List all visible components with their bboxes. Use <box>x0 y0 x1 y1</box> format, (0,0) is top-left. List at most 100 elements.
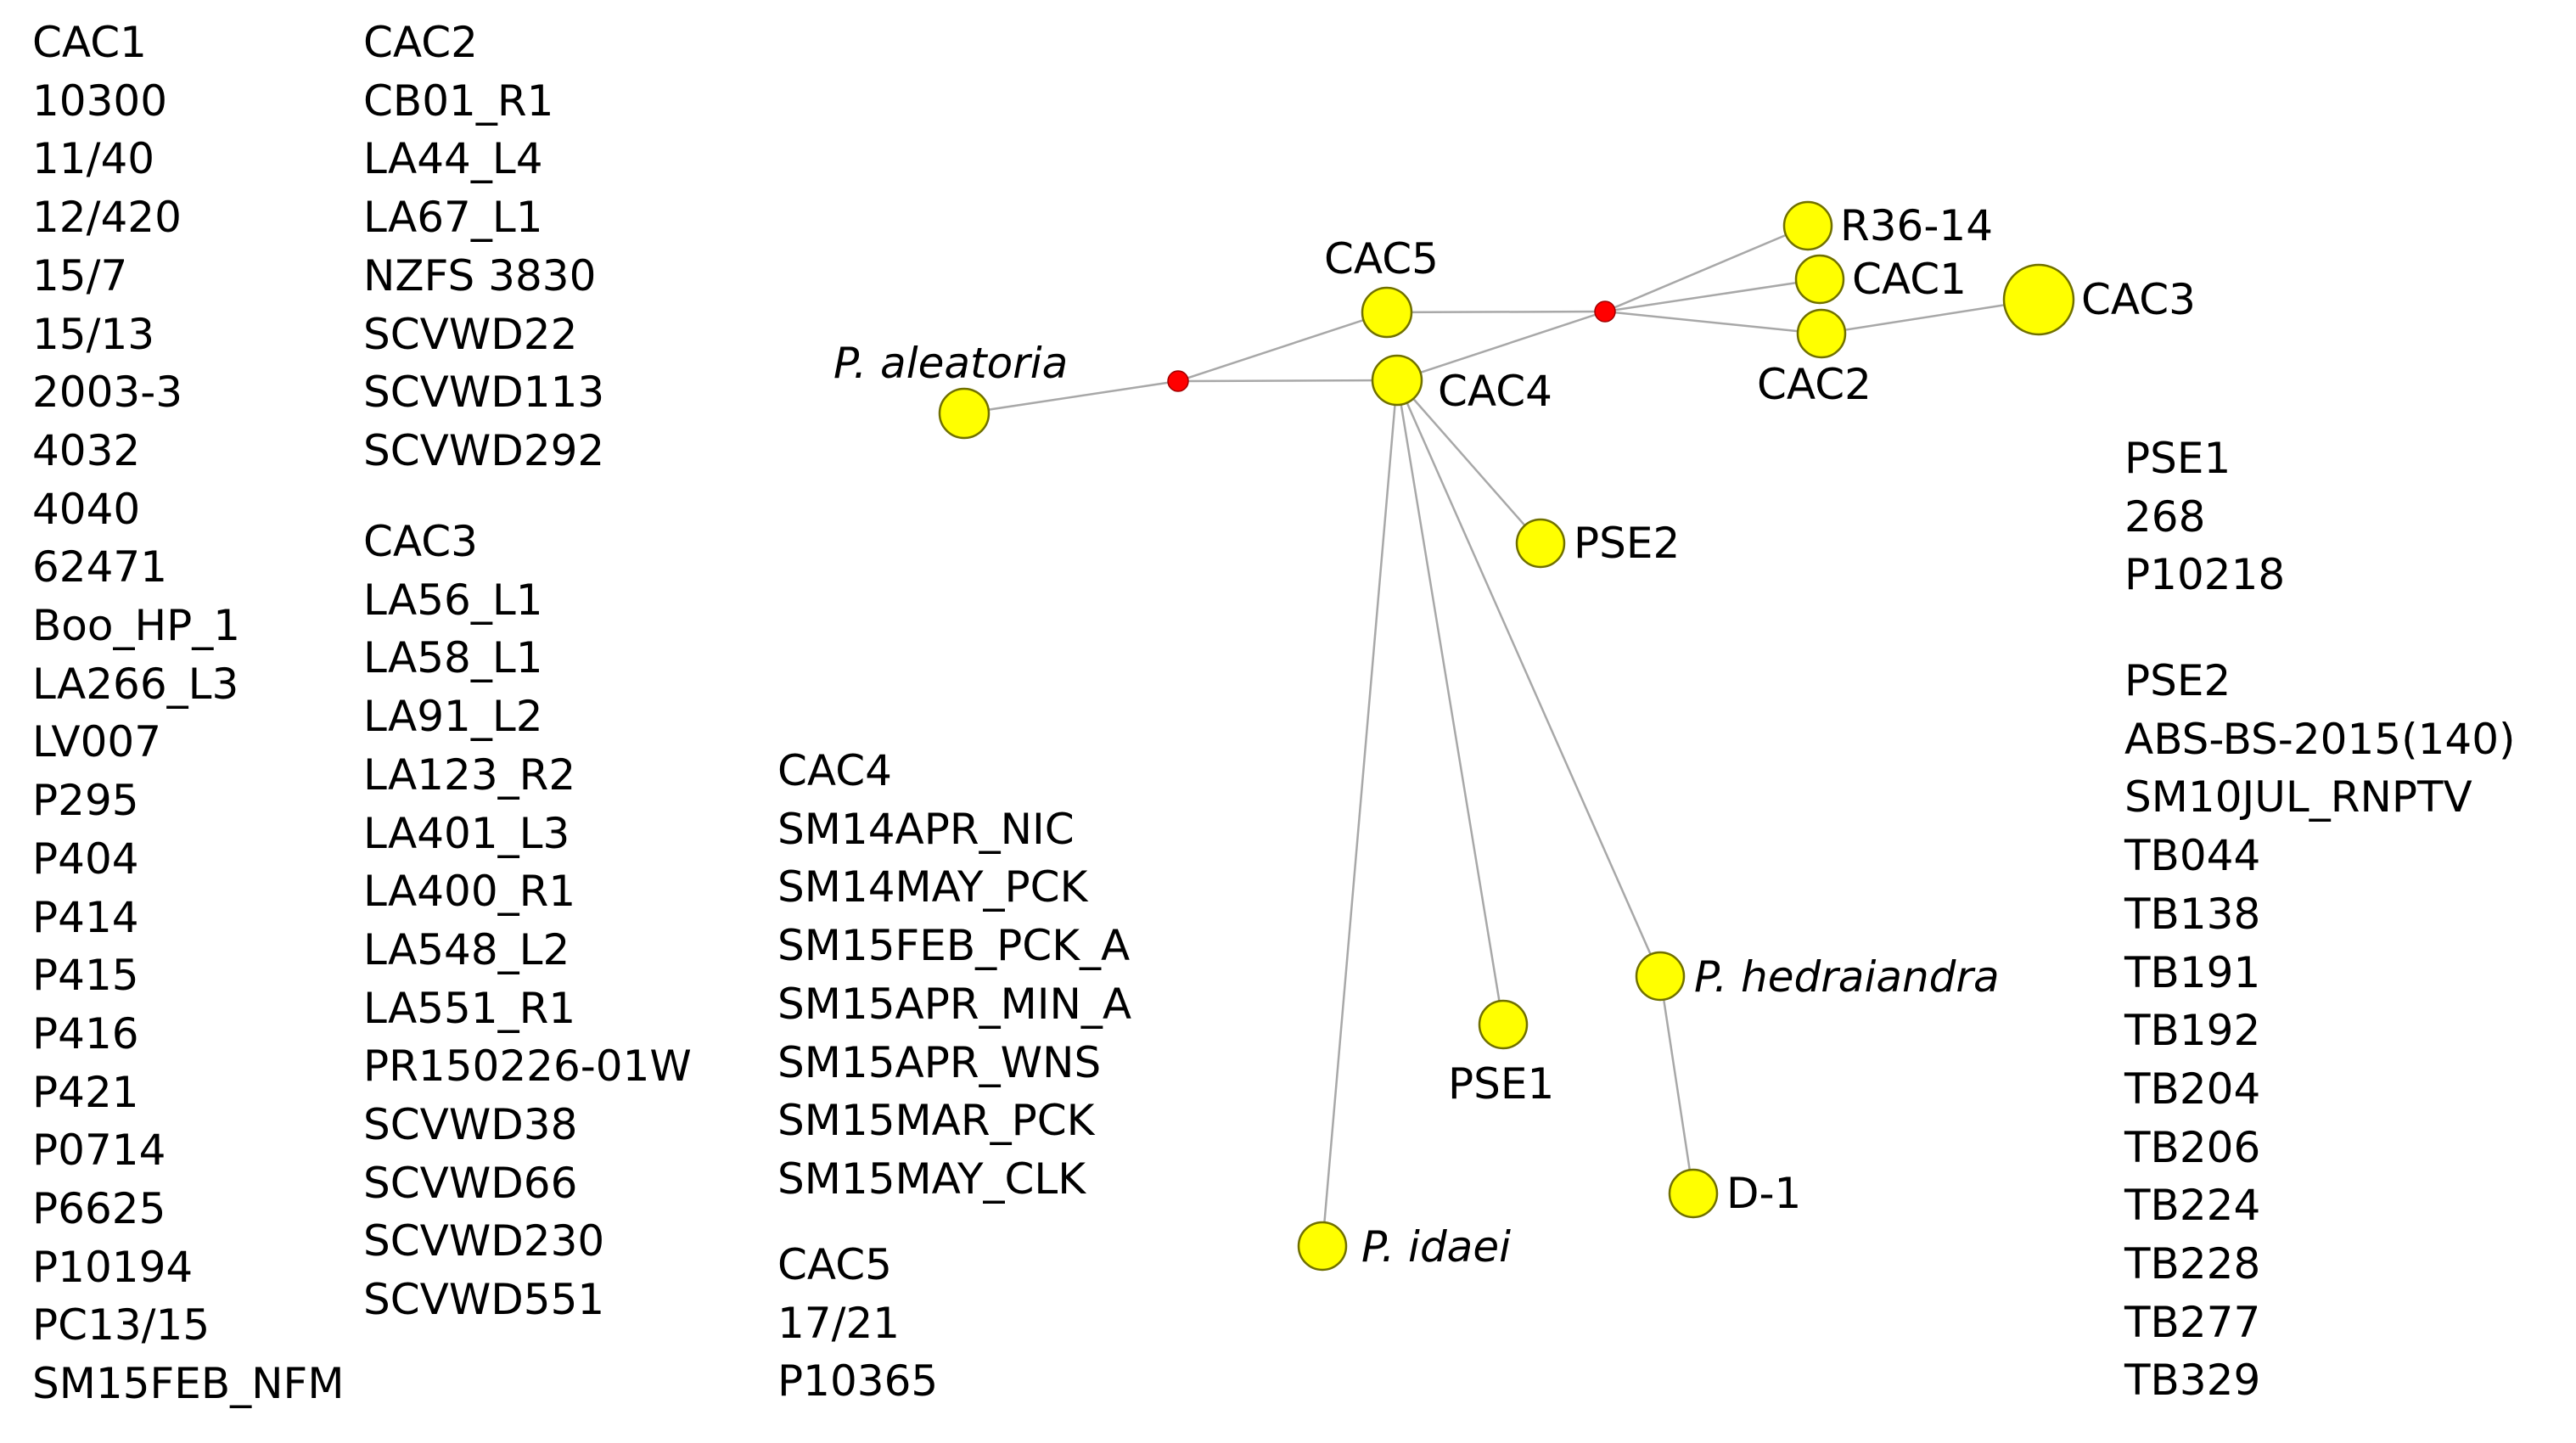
node-p_idaei <box>1297 1221 1348 1272</box>
node-label-p_idaei: P. idaei <box>1361 1222 1511 1272</box>
median-vector-mv1 <box>1167 370 1189 392</box>
isolate-item: TB206 <box>2124 1122 2261 1172</box>
isolate-item: P416 <box>32 1008 139 1058</box>
isolate-item: LA58_L1 <box>363 633 543 683</box>
isolate-item: P0714 <box>32 1126 166 1176</box>
isolate-item: LA123_R2 <box>363 750 576 800</box>
isolate-item: TB044 <box>2124 831 2261 881</box>
isolate-item: TB228 <box>2124 1239 2261 1289</box>
isolate-item: SCVWD22 <box>363 309 578 359</box>
isolate-item: P295 <box>32 776 139 826</box>
node-cac4 <box>1371 354 1423 407</box>
node-cac2 <box>1796 308 1847 359</box>
isolate-item: 4040 <box>32 484 141 534</box>
edge-cac4-pse1 <box>1395 379 1505 1025</box>
edge-cac4-p_idaei <box>1321 379 1399 1247</box>
edge-mv2-cac1 <box>1604 278 1821 313</box>
isolate-item: ABS-BS-2015(140) <box>2124 714 2516 764</box>
isolate-item: P415 <box>32 951 139 1001</box>
node-label-cac4: CAC4 <box>1438 367 1552 416</box>
node-label-r36_14: R36-14 <box>1840 201 1993 250</box>
node-pse1 <box>1478 999 1529 1050</box>
isolate-item: SCVWD292 <box>363 425 605 475</box>
isolate-item: LA401_L3 <box>363 808 570 858</box>
isolate-item: LV007 <box>32 717 162 767</box>
node-label-pse2: PSE2 <box>1574 519 1680 568</box>
isolate-item: SM14MAY_PCK <box>777 862 1088 912</box>
isolate-item: LA548_L2 <box>363 924 570 974</box>
node-label-cac1: CAC1 <box>1852 255 1967 304</box>
edge-p_hedraiandra-d1 <box>1658 975 1695 1194</box>
node-label-cac5: CAC5 <box>1324 234 1439 284</box>
isolate-item: 2003-3 <box>32 368 183 418</box>
isolate-item: 17/21 <box>777 1298 901 1348</box>
node-label-d1: D-1 <box>1726 1169 1801 1218</box>
node-pse2 <box>1515 518 1566 569</box>
isolate-item: P10365 <box>777 1356 939 1407</box>
isolate-item: SCVWD66 <box>363 1158 578 1208</box>
edge-cac4-p_hedraiandra <box>1395 379 1662 977</box>
isolate-item: CB01_R1 <box>363 76 554 126</box>
isolate-item: P6625 <box>32 1184 166 1234</box>
isolate-item: 12/420 <box>32 193 182 243</box>
node-p_aleatoria <box>938 387 991 440</box>
edge-cac4-pse2 <box>1396 379 1541 544</box>
isolate-item: SM15FEB_NFM <box>32 1359 345 1409</box>
isolate-item: 268 <box>2124 491 2206 542</box>
group-title: CAC3 <box>363 517 478 566</box>
node-cac3 <box>2002 263 2075 336</box>
isolate-item: LA266_L3 <box>32 659 239 709</box>
isolate-item: P421 <box>32 1067 139 1117</box>
isolate-item: SCVWD38 <box>363 1100 578 1150</box>
isolate-item: LA44_L4 <box>363 134 543 184</box>
edge-p_aleatoria-mv1 <box>963 379 1179 415</box>
edge-cac2-cac3 <box>1821 298 2040 335</box>
isolate-item: SM15MAR_PCK <box>777 1096 1095 1146</box>
node-d1 <box>1668 1168 1719 1219</box>
isolate-item: SM15APR_WNS <box>777 1037 1102 1087</box>
edge-cac4-mv2 <box>1396 310 1606 382</box>
node-label-p_aleatoria: P. aleatoria <box>833 339 1068 388</box>
node-label-pse1: PSE1 <box>1448 1059 1554 1109</box>
isolate-item: TB224 <box>2124 1181 2261 1231</box>
group-title: CAC1 <box>32 18 147 67</box>
isolate-item: LA91_L2 <box>363 692 543 742</box>
node-label-cac3: CAC3 <box>2081 275 2196 324</box>
group-title: PSE1 <box>2124 434 2231 483</box>
isolate-item: TB329 <box>2124 1356 2261 1406</box>
isolate-item: SM14APR_NIC <box>777 804 1075 854</box>
isolate-item: P10194 <box>32 1242 194 1292</box>
isolate-item: PR150226-01W <box>363 1042 692 1092</box>
isolate-item: SCVWD230 <box>363 1216 605 1266</box>
isolate-item: SM15APR_MIN_A <box>777 979 1132 1029</box>
node-label-cac2: CAC2 <box>1757 360 1872 409</box>
isolate-item: 4032 <box>32 425 141 475</box>
group-title: PSE2 <box>2124 656 2231 705</box>
isolate-item: LA67_L1 <box>363 193 543 243</box>
group-title: CAC4 <box>777 746 892 795</box>
edge-mv2-r36_14 <box>1604 224 1809 313</box>
edge-mv1-cac4 <box>1177 379 1398 383</box>
isolate-item: 15/13 <box>32 309 155 359</box>
edge-mv2-cac2 <box>1604 310 1822 335</box>
isolate-item: NZFS 3830 <box>363 250 597 300</box>
isolate-item: TB204 <box>2124 1064 2261 1114</box>
isolate-item: PC13/15 <box>32 1300 210 1350</box>
isolate-item: SM15MAY_CLK <box>777 1154 1086 1204</box>
isolate-item: 62471 <box>32 542 168 592</box>
isolate-item: LA551_R1 <box>363 983 576 1033</box>
isolate-item: TB192 <box>2124 1006 2261 1056</box>
node-r36_14 <box>1782 200 1833 251</box>
isolate-item: P10218 <box>2124 550 2286 600</box>
isolate-item: LA400_R1 <box>363 867 576 917</box>
isolate-item: TB277 <box>2124 1297 2261 1347</box>
isolate-item: 11/40 <box>32 134 155 184</box>
isolate-item: P414 <box>32 892 139 942</box>
node-cac1 <box>1794 254 1845 305</box>
